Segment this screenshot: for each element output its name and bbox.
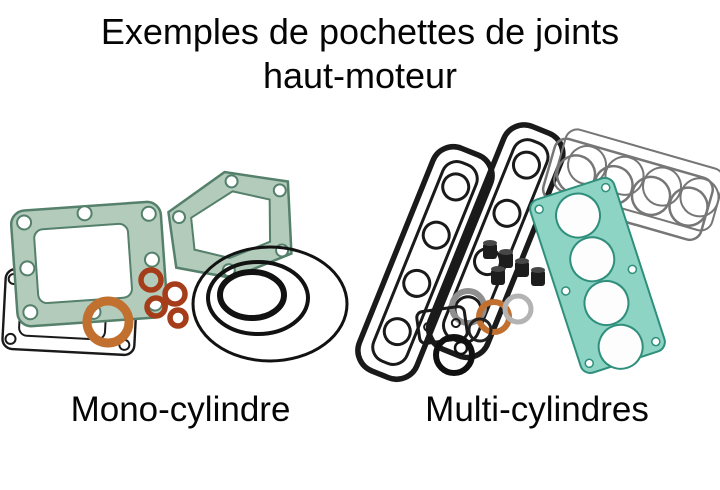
- copper-washer: [82, 296, 134, 348]
- bolt-holes: [534, 182, 661, 369]
- valve-cover-gasket-a: [355, 144, 495, 382]
- cylinder-bores: [555, 192, 644, 370]
- bolt-holes: [16, 205, 164, 321]
- small-o-ring: [433, 334, 475, 376]
- page-title: Exemples de pochettes de joints haut-mot…: [0, 10, 720, 98]
- black-o-rings: [191, 245, 349, 363]
- cylinder-base-gasket-right-plate: [167, 170, 293, 280]
- label-mono-cylindre: Mono-cylindre: [70, 390, 291, 429]
- teal-head-gasket: [529, 176, 666, 374]
- title-line-2: haut-moteur: [262, 54, 458, 96]
- gasket-ports: [382, 172, 471, 347]
- cylinder-base-gasket-left-plate: [9, 200, 169, 328]
- title-line-1: Exemples de pochettes de joints: [100, 11, 620, 52]
- label-multi-cylindres: Multi-cylindres: [425, 390, 649, 429]
- multi-cylinder-kit-illustration: [355, 122, 720, 382]
- rust-o-rings: [138, 267, 189, 329]
- spare-head-gasket-outline: [541, 128, 720, 242]
- mono-cylinder-kit-illustration: [1, 170, 349, 363]
- valve-stem-seals: [483, 240, 545, 286]
